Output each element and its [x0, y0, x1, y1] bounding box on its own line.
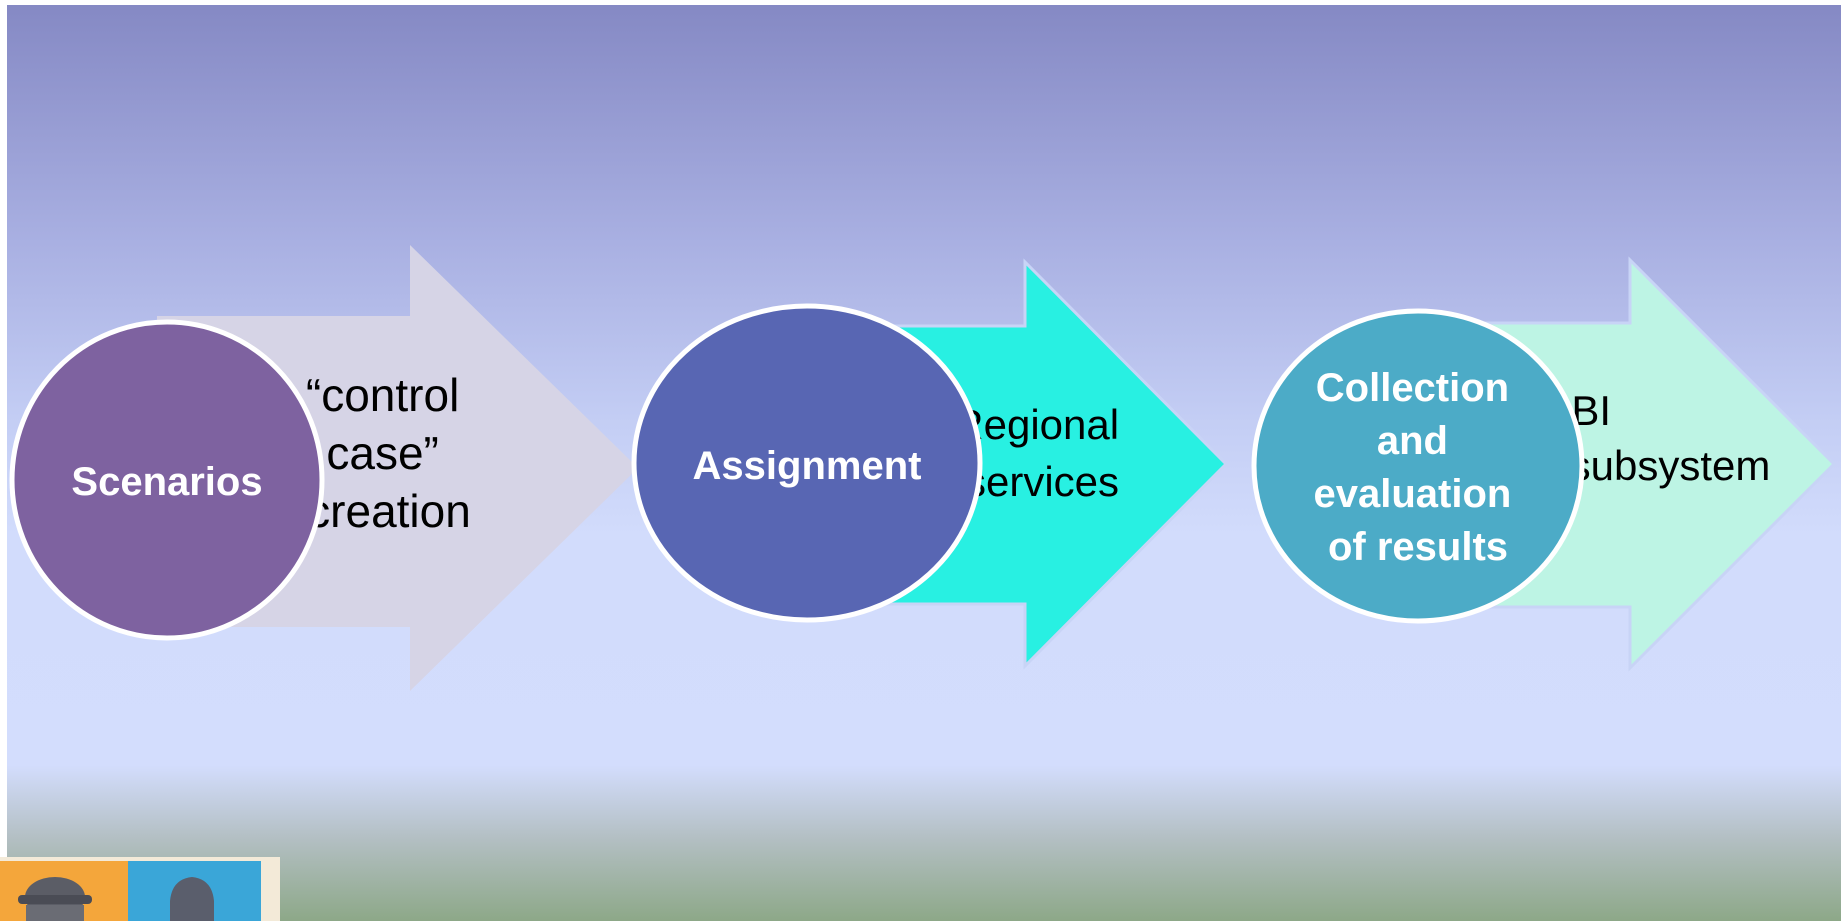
step-1-arrow-label-line-2: case” [326, 427, 438, 479]
step-2-arrow-label: Regional services [953, 401, 1130, 505]
step-3-circle-label-line-1: Collection [1316, 366, 1509, 410]
step-1-circle-label: Scenarios [71, 460, 262, 504]
step-2-arrow-label-line-2: services [965, 458, 1119, 505]
step-3-circle-label: Collection and evaluation of results [1314, 366, 1523, 569]
thumbnail-image [0, 857, 280, 921]
step-1-arrow-label-line-3: creation [307, 485, 471, 537]
step-3-arrow-label: BI subsystem [1570, 387, 1771, 489]
step-2: Regional services Assignment [631, 258, 1229, 670]
step-3-circle [1251, 308, 1585, 624]
step-3: BI subsystem Collection and evaluation o… [1251, 256, 1837, 672]
step-2-circle [631, 303, 983, 623]
step-1: “control case” creation Scenarios [9, 245, 638, 691]
step-3-circle-label-line-4: of results [1328, 525, 1508, 569]
step-3-arrow-label-line-2: subsystem [1570, 442, 1771, 489]
step-3-circle-label-line-2: and [1377, 419, 1448, 463]
process-diagram: “control case” creation Scenarios Region… [9, 245, 1837, 691]
step-3-circle-label-line-3: evaluation [1314, 472, 1512, 516]
person-silhouette-icon [170, 877, 214, 921]
step-2-circle-label: Assignment [693, 444, 922, 488]
person-silhouette-icon [18, 877, 92, 921]
step-1-circle-label-line-1: Scenarios [71, 460, 262, 504]
step-2-circle-label-line-1: Assignment [693, 444, 922, 488]
step-1-arrow-label: “control case” creation [306, 369, 472, 537]
step-1-circle [9, 319, 325, 641]
slide: “control case” creation Scenarios Region… [7, 5, 1841, 921]
step-1-arrow-label-line-1: “control [306, 369, 459, 421]
step-2-arrow-label-line-1: Regional [953, 401, 1119, 448]
